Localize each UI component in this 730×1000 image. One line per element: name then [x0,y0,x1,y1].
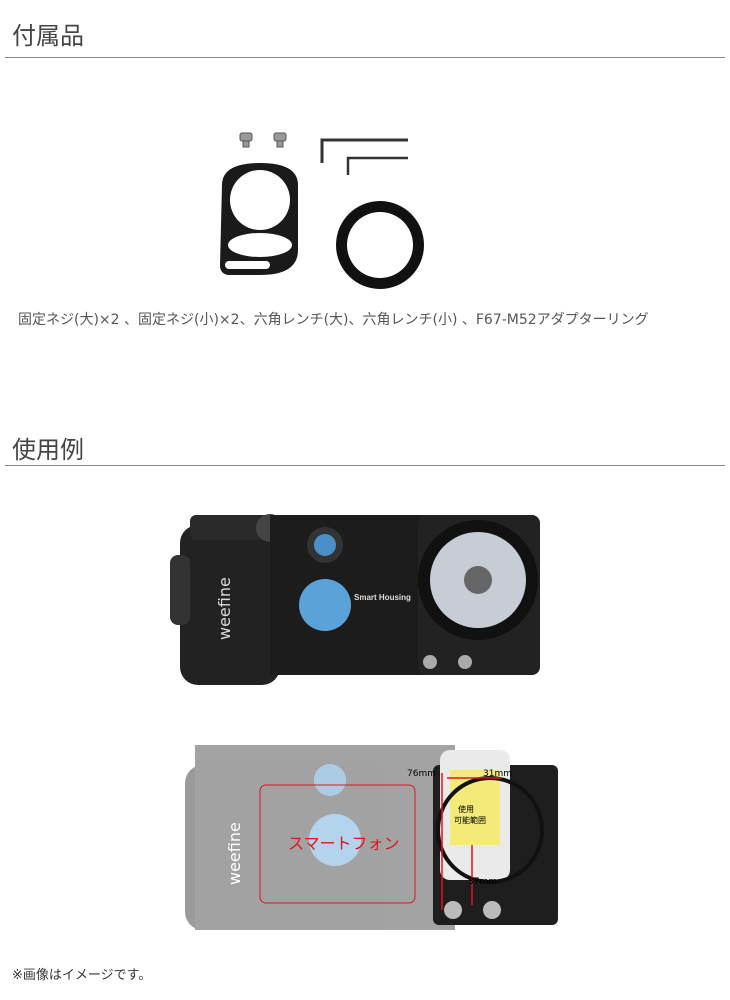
dim-height: 76mm [407,769,436,779]
section-title-usage: 使用例 [12,436,84,464]
accessories-caption: 固定ネジ(大)×2 、固定ネジ(小)×2、六角レンチ(大)、六角レンチ(小) 、… [18,312,649,328]
dim-bottom: 37mm [468,877,497,887]
brand-logo: weefine [215,577,234,640]
screw-icon [239,132,253,148]
housing-photo: weefine Smart Housing [170,514,540,685]
dimension-arrows [441,773,502,910]
divider [5,57,725,58]
housing-label: Smart Housing [354,593,411,602]
phone-label: スマートフォン [288,834,400,853]
usage-diagram: weefine スマートフォン 76mm 31mm 37mm 使用 可能範囲 [185,745,558,930]
dim-width: 31mm [483,769,512,779]
footnote: ※画像はイメージです。 [12,968,152,983]
divider [5,465,725,466]
hex-wrench-icon [320,138,408,175]
area-label-1: 使用 [458,804,474,814]
area-label-2: 可能範囲 [454,815,486,825]
brand-logo: weefine [225,822,244,885]
usable-area [450,770,500,845]
accessories-photo [220,132,424,289]
screw-icon [273,132,287,148]
section-title-accessories: 付属品 [12,22,84,50]
adapter-ring [336,201,424,289]
phone-outline [259,784,416,904]
mount-bracket [220,163,298,275]
